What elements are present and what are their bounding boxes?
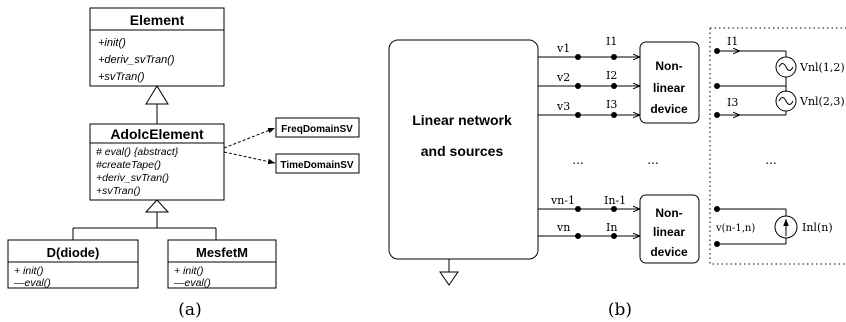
nonlinear-bottom-label-2: linear — [653, 225, 685, 239]
caption-b: (b) — [608, 300, 632, 320]
vnl-12-label: Vnl(1,2) — [799, 61, 845, 74]
mesfet-class-box — [167, 239, 277, 289]
ellipsis-equivalent: ... — [765, 153, 776, 167]
junction-v1-a — [575, 54, 581, 60]
junction-eq-n — [714, 241, 720, 247]
time-domain-label: TimeDomainSV — [280, 160, 353, 171]
ac-source-icon-12 — [778, 63, 794, 71]
diode-class-box — [7, 239, 139, 289]
time-domain-box — [275, 153, 360, 174]
element-method-init: +init() — [98, 37, 126, 49]
voltage-label-v3: v3 — [556, 100, 570, 113]
mesfet-method-eval: —eval() — [173, 277, 211, 289]
current-label-i3: I3 — [606, 98, 617, 111]
nonlinear-bottom-label-1: Non- — [655, 206, 682, 220]
uml-text: Element +init() +deriv_svTran() +svTran(… — [13, 12, 354, 320]
junction-eq-1 — [714, 48, 720, 54]
nonlinear-device-bottom-box — [639, 194, 700, 264]
junction-vn1-b — [611, 206, 617, 212]
current-label-in: In — [606, 221, 617, 234]
current-label-i2: I2 — [606, 69, 617, 82]
eq-current-label-i1: I1 — [727, 35, 738, 48]
junction-eq-n1 — [714, 206, 720, 212]
nonlinear-device-top-box — [639, 41, 700, 124]
uml-diagram — [7, 7, 360, 289]
junction-vn-a — [575, 233, 581, 239]
equivalent-circuit-border — [709, 27, 846, 265]
adolc-method-eval: # eval() {abstract} — [96, 146, 179, 158]
nonlinear-bottom-label-3: device — [650, 245, 688, 259]
junction-vn1-a — [575, 206, 581, 212]
linear-network-label-2: and sources — [421, 143, 504, 159]
dependency-time — [223, 151, 276, 165]
mesfet-method-init: + init() — [174, 265, 203, 277]
caption-a: (a) — [178, 300, 201, 320]
junction-eq-2 — [714, 83, 720, 89]
junction-v2-b — [611, 83, 617, 89]
diode-method-eval: —eval() — [13, 277, 51, 289]
inheritance-triangle-adolc — [144, 199, 170, 213]
voltage-label-vn1: vn-1 — [550, 194, 575, 207]
element-class-title: Element — [130, 12, 185, 28]
ellipsis-ports: ... — [572, 153, 583, 167]
junction-v3-b — [611, 112, 617, 118]
ground-icon — [439, 271, 459, 286]
junction-eq-3 — [714, 112, 720, 118]
linear-network-box — [388, 39, 539, 260]
element-method-svtran: +svTran() — [98, 71, 145, 83]
junction-dots — [575, 48, 720, 247]
freq-domain-box — [275, 117, 360, 138]
circuit-text: Linear network and sources Non- linear d… — [412, 35, 844, 320]
diode-method-init: + init() — [14, 265, 43, 277]
current-label-in1: In-1 — [604, 194, 626, 207]
inl-label: Inl(n) — [802, 221, 833, 234]
nonlinear-top-label-2: linear — [653, 81, 685, 95]
junction-v3-a — [575, 112, 581, 118]
vnl-23-label: Vnl(2,3) — [799, 95, 845, 108]
current-label-i1: I1 — [606, 35, 617, 48]
voltage-label-v2: v2 — [556, 71, 570, 84]
junction-v2-a — [575, 83, 581, 89]
voltage-label-vn: vn — [556, 221, 570, 234]
mesfet-class-title: MesfetM — [196, 245, 248, 260]
adolc-method-deriv: +deriv_svTran() — [96, 172, 169, 184]
ac-source-icon-23 — [778, 97, 794, 105]
junction-vn-b — [611, 233, 617, 239]
freq-domain-label: FreqDomainSV — [281, 124, 353, 135]
adolc-method-createtape: #createTape() — [96, 159, 161, 171]
eq-current-label-i3: I3 — [727, 96, 738, 109]
dependency-freq — [223, 127, 276, 149]
inheritance-triangle-element — [145, 85, 169, 105]
linear-network-label: Linear network — [412, 112, 512, 128]
voltage-label-v1: v1 — [556, 42, 570, 55]
adolc-class-title: AdolcElement — [110, 126, 204, 142]
nonlinear-top-label-3: device — [650, 102, 688, 116]
nonlinear-top-label-1: Non- — [655, 59, 682, 73]
adolc-method-svtran: +svTran() — [96, 185, 140, 197]
diode-class-title: D(diode) — [47, 245, 100, 260]
element-method-deriv: +deriv_svTran() — [98, 54, 175, 66]
ellipsis-devices: ... — [647, 153, 658, 167]
v-n1n-label: v(n-1,n) — [715, 223, 755, 234]
junction-v1-b — [611, 54, 617, 60]
